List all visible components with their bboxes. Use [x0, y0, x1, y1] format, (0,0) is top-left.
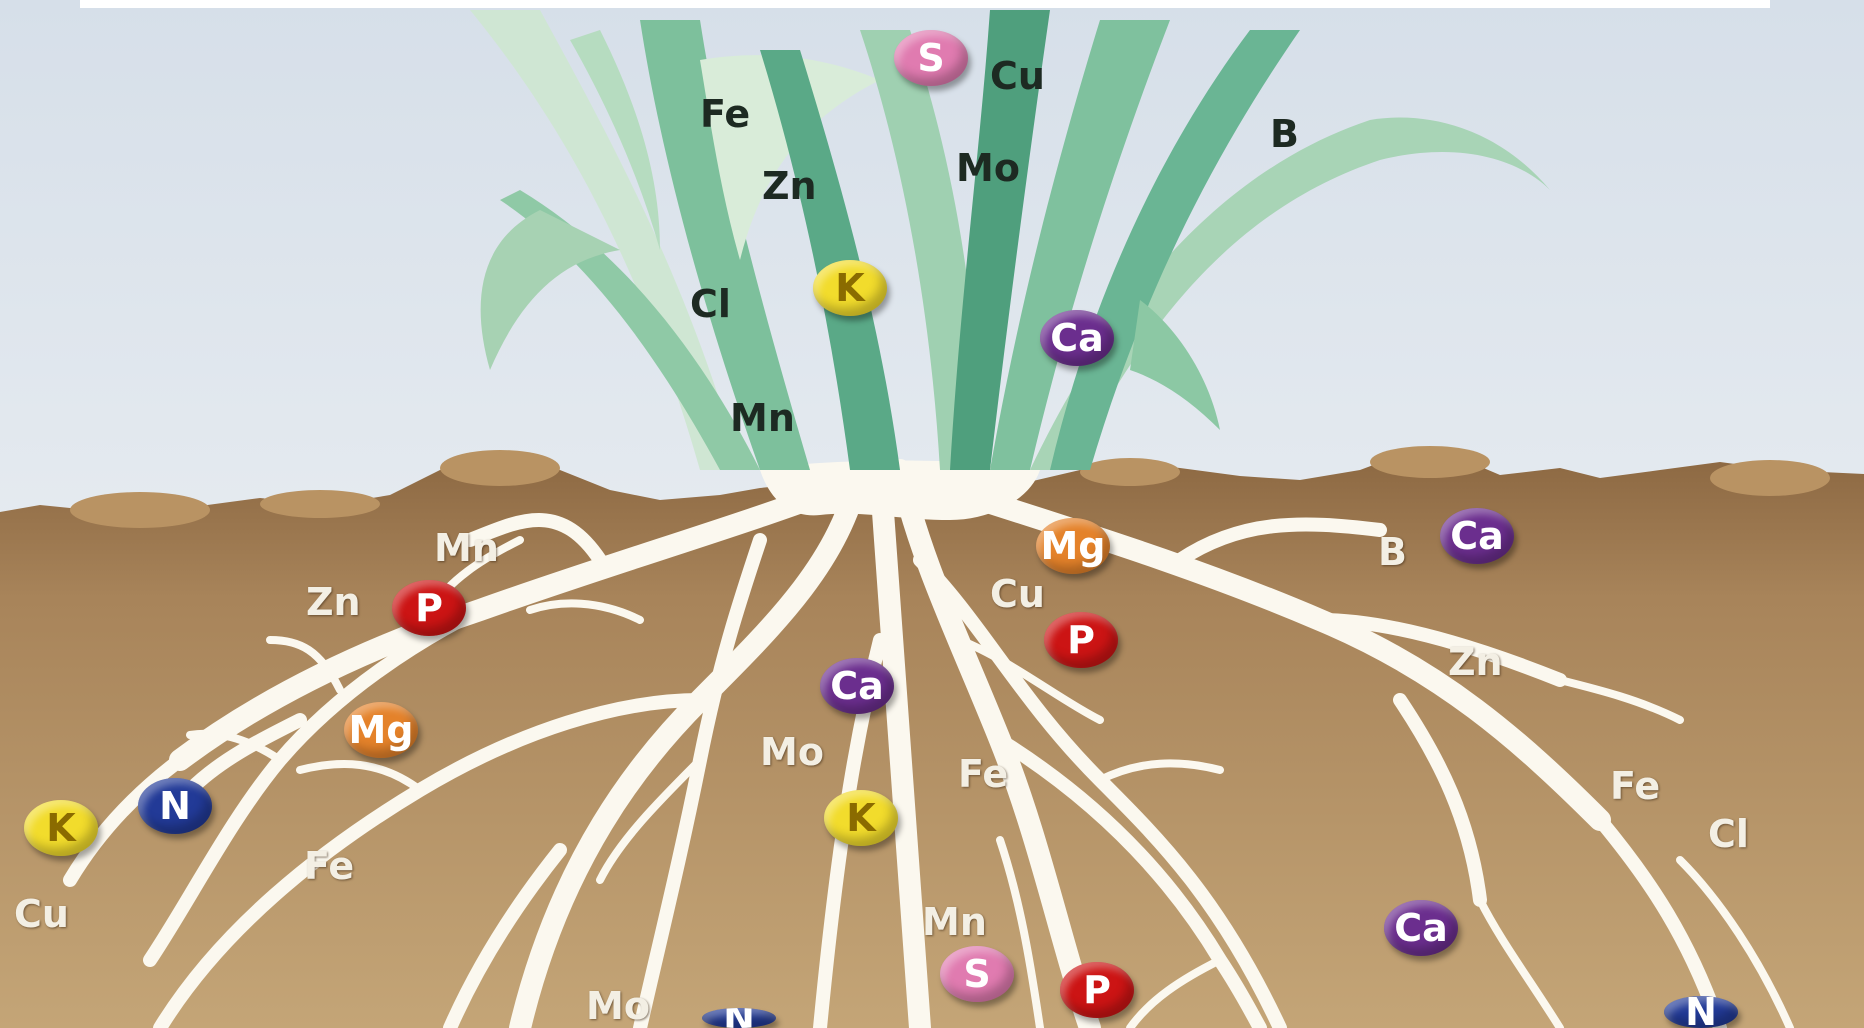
nutrient-badge-ca-right-top: Ca — [1440, 508, 1514, 564]
soil-label-mn-top: Mn — [434, 526, 499, 570]
nutrient-badge-k-mid: K — [824, 790, 898, 846]
nutrient-badge-mg-left: Mg — [344, 702, 418, 758]
top-bar — [80, 0, 1770, 8]
soil-label-b-right: B — [1378, 530, 1407, 574]
nutrient-badge-p-bottom: P — [1060, 962, 1134, 1018]
nutrient-badge-p-left: P — [392, 580, 466, 636]
nutrient-badge-n-bottom: N — [702, 1008, 776, 1028]
nutrient-badge-p-top: P — [1044, 612, 1118, 668]
soil-label-mo-mid: Mo — [760, 730, 824, 774]
nutrient-badge-ca: Ca — [1040, 310, 1114, 366]
soil-label-cu-mid: Cu — [990, 572, 1045, 616]
leaf-label-mn: Mn — [730, 396, 795, 440]
soil-label-fe-mid: Fe — [958, 752, 1008, 796]
soil-label-fe-right: Fe — [1610, 764, 1660, 808]
nutrient-badge-n-bottom-right: N — [1664, 996, 1738, 1028]
leaf-label-cl: Cl — [690, 282, 731, 326]
nutrient-badge-k: K — [813, 260, 887, 316]
soil-label-cl-right: Cl — [1708, 812, 1749, 856]
soil-label-cu-left: Cu — [14, 892, 69, 936]
soil-label-mo-bottom: Mo — [586, 984, 650, 1028]
nutrient-badge-s: S — [894, 30, 968, 86]
nutrient-badge-ca-mid: Ca — [820, 658, 894, 714]
leaf-label-zn: Zn — [762, 164, 817, 208]
nutrient-badge-mg-top: Mg — [1036, 518, 1110, 574]
soil-label-zn-left: Zn — [306, 580, 361, 624]
nutrient-badge-n-left: N — [138, 778, 212, 834]
leaf-label-b: B — [1270, 112, 1299, 156]
soil-label-fe-left: Fe — [304, 844, 354, 888]
nutrient-badge-k-left: K — [24, 800, 98, 856]
soil-label-zn-right: Zn — [1448, 640, 1503, 684]
nutrient-badge-s-bottom: S — [940, 946, 1014, 1002]
leaf-label-mo: Mo — [956, 146, 1020, 190]
soil-label-mn-bottom: Mn — [922, 900, 987, 944]
leaf-label-fe: Fe — [700, 92, 750, 136]
nutrient-badge-ca-right-bottom: Ca — [1384, 900, 1458, 956]
leaf-label-cu: Cu — [990, 54, 1045, 98]
